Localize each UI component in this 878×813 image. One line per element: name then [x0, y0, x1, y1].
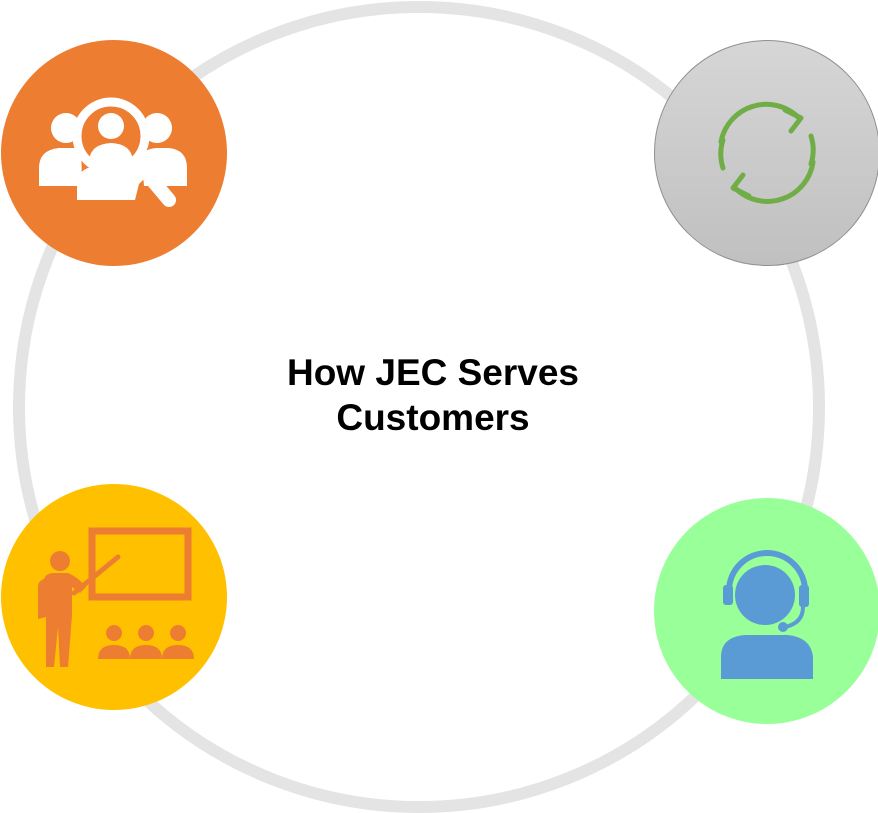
- node-continuous-cycle: [654, 40, 878, 266]
- node-support: [654, 498, 878, 724]
- diagram-title-line-2: Customers: [336, 397, 530, 438]
- presentation-training-icon: [38, 527, 194, 667]
- headset-support-icon: [721, 550, 813, 679]
- user-search-icon: [39, 97, 187, 207]
- node-customer-search: [1, 40, 227, 266]
- diagram-title: How JEC Serves Customers: [233, 350, 633, 440]
- diagram-title-line-1: How JEC Serves: [286, 352, 580, 393]
- node-training: [1, 484, 227, 710]
- refresh-cycle-icon: [718, 101, 816, 204]
